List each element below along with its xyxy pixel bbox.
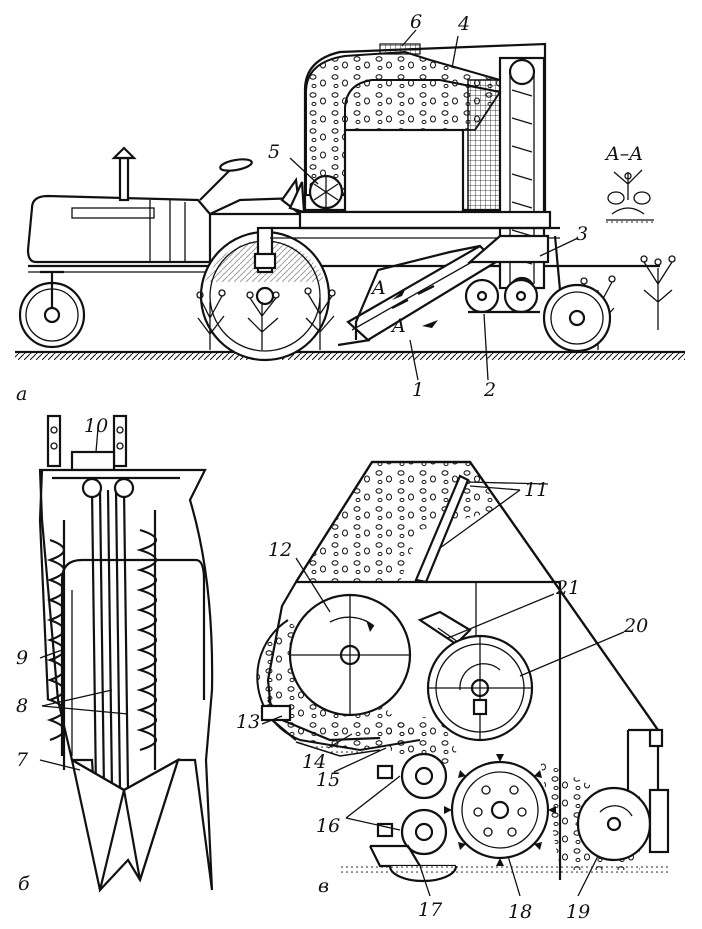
labels: A–A A A а б в 1 2 3 4 5 6 7 8 9 10 11 12… [16,11,648,923]
callout-7: 7 [16,749,29,771]
augers [46,510,158,770]
panel-a-harvester [15,29,685,381]
section-label: A–A [604,143,643,165]
drum-20 [426,634,534,742]
leader-lines-a [289,29,579,381]
digger-conveyor [337,244,498,347]
section-arrow-mark-1: A [370,277,386,299]
star-wheel-18 [444,754,556,866]
callout-15: 15 [316,769,340,791]
panel-v-separator [256,460,670,897]
conveyor-19 [540,728,670,870]
callout-5: 5 [268,141,280,163]
panel-label-b: б [18,873,30,895]
callout-9: 9 [16,647,28,669]
callout-2: 2 [483,379,496,401]
rollers-16 [376,752,448,856]
callout-3: 3 [576,223,588,245]
section-arrows [392,288,438,328]
panel-label-v: в [318,875,329,897]
callout-16: 16 [316,815,340,837]
panel-b-digger [38,414,214,893]
callout-13: 13 [236,711,260,733]
panel-label-a: а [16,383,27,405]
ground-line [15,350,685,360]
callout-19: 19 [566,901,590,923]
rods [81,477,135,791]
hopper-body [270,42,612,353]
tractor [18,146,660,362]
callout-21: 21 [555,577,580,599]
callout-12: 12 [268,539,292,561]
callout-4: 4 [457,13,470,35]
callout-6: 6 [410,11,422,33]
callout-18: 18 [508,901,532,923]
callout-1: 1 [412,379,424,401]
callout-10: 10 [84,415,108,437]
leader-lines-v [261,485,625,897]
section-a-a-inset [606,169,654,226]
callout-20: 20 [623,615,648,637]
callout-11: 11 [524,479,548,501]
drum-12 [256,593,421,752]
callout-8: 8 [16,695,28,717]
section-arrow-mark-2: A [390,315,406,337]
callout-17: 17 [418,899,443,921]
callout-14: 14 [302,751,326,773]
